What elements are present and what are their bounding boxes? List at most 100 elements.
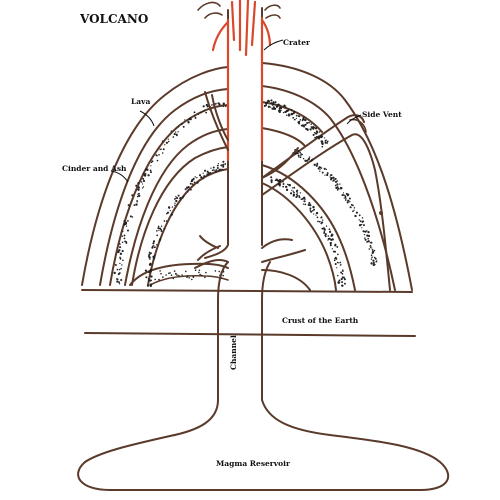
stipple-dot xyxy=(270,102,273,105)
stipple-dot xyxy=(140,181,143,183)
stipple-dot xyxy=(331,248,333,250)
stipple-dot xyxy=(142,179,146,183)
stipple-dot xyxy=(172,136,175,138)
stipple-dot xyxy=(355,211,358,214)
stipple-dot xyxy=(174,204,176,207)
stipple-dot xyxy=(176,197,179,200)
stipple-dot xyxy=(376,260,378,262)
stipple-dot xyxy=(116,280,119,283)
stipple-dot xyxy=(300,153,302,155)
stipple-dot xyxy=(122,230,124,232)
stipple-dot xyxy=(151,245,154,248)
stipple-dot xyxy=(162,276,164,278)
stipple-dot xyxy=(144,269,148,272)
stipple-dot xyxy=(137,193,139,195)
stipple-dot xyxy=(341,269,344,272)
stipple-dot xyxy=(119,246,122,249)
stipple-dot xyxy=(147,255,151,258)
stipple-dot xyxy=(172,277,175,280)
stipple-dot xyxy=(368,248,371,250)
stipple-dot xyxy=(137,182,140,185)
stipple-dot xyxy=(305,159,309,162)
stipple-dot xyxy=(343,278,346,281)
stipple-dot xyxy=(118,249,121,252)
stipple-dot xyxy=(293,191,295,194)
stipple-dot xyxy=(321,171,324,174)
stipple-dot xyxy=(324,235,327,238)
stipple-dot xyxy=(153,254,156,257)
stipple-dot xyxy=(160,230,163,233)
stipple-dot xyxy=(201,177,204,180)
stipple-dot xyxy=(118,281,120,284)
stipple-dot xyxy=(320,135,324,138)
stipple-dot xyxy=(147,279,150,282)
stipple-dot xyxy=(277,183,280,186)
stipple-dot xyxy=(309,207,312,210)
stipple-dot xyxy=(372,261,375,265)
stipple-dot xyxy=(316,216,319,219)
stipple-dot xyxy=(329,242,332,244)
stipple-dot xyxy=(373,249,376,252)
stipple-dot xyxy=(186,191,189,193)
stipple-dot xyxy=(370,258,373,260)
stipple-dot xyxy=(323,232,326,234)
stipple-dot xyxy=(282,183,285,185)
stipple-dot xyxy=(193,111,196,114)
stipple-dot xyxy=(301,124,305,127)
stipple-dot xyxy=(372,259,375,262)
stipple-dot xyxy=(361,227,363,229)
stipple-dot xyxy=(374,257,377,260)
stipple-dot xyxy=(295,193,298,196)
stipple-dot xyxy=(190,188,192,191)
stipple-dot xyxy=(156,159,159,162)
stipple-dot xyxy=(307,121,310,124)
stipple-dot xyxy=(270,176,273,179)
stipple-dot xyxy=(367,234,369,237)
stipple-dot xyxy=(302,203,305,205)
stipple-dot xyxy=(206,170,209,173)
main-conduit-left-wall xyxy=(77,9,450,491)
stipple-dot xyxy=(199,273,201,276)
stipple-dot xyxy=(179,197,182,200)
stipple-dot xyxy=(314,136,316,139)
stipple-dot xyxy=(161,140,164,142)
stipple-dot xyxy=(214,169,216,171)
stipple-dot xyxy=(334,262,337,266)
stipple-dot xyxy=(336,180,339,182)
stipple-dot xyxy=(340,278,343,281)
stipple-dot xyxy=(325,139,327,142)
stipple-dot xyxy=(131,194,134,197)
stipple-dot xyxy=(174,202,176,205)
stipple-dot xyxy=(209,171,212,174)
stipple-dot xyxy=(361,221,364,223)
stipple-dot xyxy=(360,223,363,226)
stipple-dot xyxy=(202,105,205,108)
stipple-dot xyxy=(118,272,121,275)
stipple-dot xyxy=(285,188,289,191)
stipple-dot xyxy=(301,197,304,200)
stipple-dot xyxy=(123,234,126,237)
stipple-dot xyxy=(270,179,273,182)
crust-bottom-line xyxy=(84,332,416,337)
stipple-dot xyxy=(352,204,354,207)
stipple-dot xyxy=(151,160,154,163)
label-crust-of-the-earth: Crust of the Earth xyxy=(282,316,359,325)
stipple-dot xyxy=(198,174,202,177)
stipple-dot xyxy=(303,200,306,203)
stipple-dot xyxy=(295,117,298,120)
side-vent-pointer xyxy=(346,114,362,125)
stipple-dot xyxy=(149,169,152,172)
stipple-dot xyxy=(353,209,355,211)
stipple-dot xyxy=(147,174,150,177)
stipple-dot xyxy=(340,186,342,189)
stipple-dot xyxy=(335,186,338,190)
stipple-dot xyxy=(340,271,343,274)
stipple-dot xyxy=(222,274,224,277)
stipple-dot xyxy=(284,111,287,114)
stipple-dot xyxy=(160,228,162,231)
stipple-dot xyxy=(113,271,116,275)
stipple-dot xyxy=(147,278,150,280)
stipple-dot xyxy=(310,123,312,125)
stipple-dot xyxy=(285,185,288,189)
stipple-dot xyxy=(199,111,202,114)
